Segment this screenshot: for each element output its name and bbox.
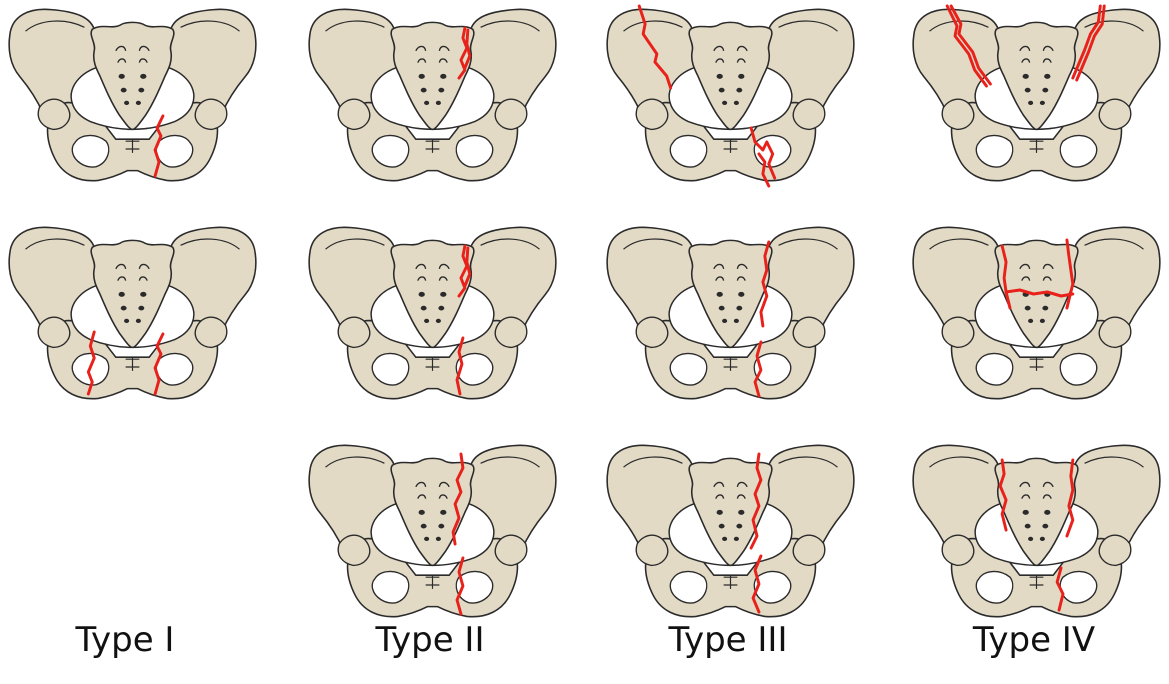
pelvis-1-1 bbox=[9, 9, 256, 180]
pelvis-outline bbox=[913, 9, 1160, 180]
pelvis-outline bbox=[9, 9, 256, 180]
pelvis-2-2 bbox=[309, 227, 556, 398]
pelvis-outline bbox=[309, 227, 556, 398]
pelvis-3-1 bbox=[607, 6, 854, 186]
pelvis-outline bbox=[309, 445, 556, 616]
pelvis-1-2 bbox=[9, 227, 256, 398]
column-label-type-ii: Type II bbox=[330, 620, 530, 660]
column-label-type-iv: Type IV bbox=[934, 620, 1134, 660]
pelvis-2-3 bbox=[309, 445, 556, 616]
pelvis-4-2 bbox=[913, 227, 1160, 398]
pelvis-3-3 bbox=[607, 445, 854, 616]
pelvis-outline bbox=[309, 9, 556, 180]
pelvis-4-1 bbox=[913, 6, 1160, 181]
pelvis-outline bbox=[9, 227, 256, 398]
pelvis-3-2 bbox=[607, 227, 854, 398]
pelvis-outline bbox=[607, 445, 854, 616]
column-label-type-iii: Type III bbox=[628, 620, 828, 660]
column-label-type-i: Type I bbox=[25, 620, 225, 660]
pelvis-outline bbox=[913, 227, 1160, 398]
pelvis-2-1 bbox=[309, 9, 556, 180]
pelvis-outline bbox=[913, 445, 1160, 616]
pelvis-4-3 bbox=[913, 445, 1160, 616]
pelvis-outline bbox=[607, 227, 854, 398]
